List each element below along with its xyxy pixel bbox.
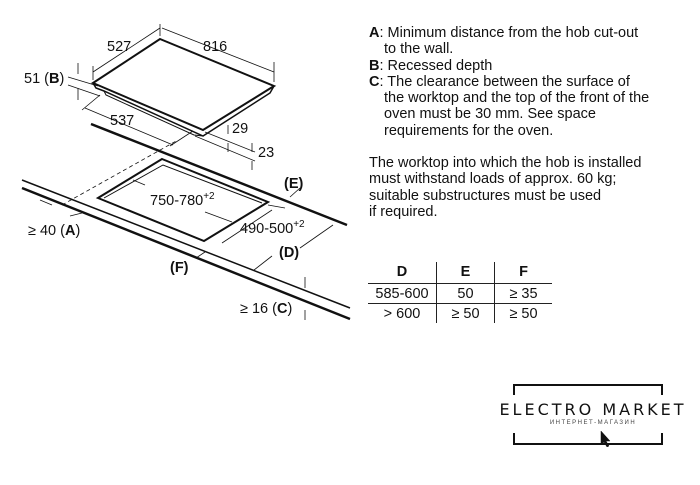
table-cell: ≥ 50	[509, 305, 538, 322]
label-e: (E)	[284, 176, 304, 192]
header-e: E	[436, 262, 495, 284]
wall-distance-label: ≥ 40 (A)	[28, 223, 80, 239]
clearance-table: D E F 585-600 50 ≥ 35 > 600 ≥ 50 ≥ 50	[368, 262, 552, 323]
hob-length-label: 816	[203, 39, 227, 55]
note-a: A: Minimum distance from the hob cut-out	[369, 25, 639, 41]
table-cell: ≥ 35	[494, 283, 552, 304]
cutout-width-label: 490-500+2	[240, 219, 305, 237]
note-b: B: Recessed depth	[369, 57, 493, 74]
load-note: The worktop into which the hob is instal…	[369, 155, 642, 172]
table-cell: 585-600	[368, 283, 437, 304]
hob-dimension-lines	[67, 24, 275, 170]
cutout-length-label: 750-780+2	[150, 191, 215, 209]
label-f: (F)	[170, 260, 189, 276]
table-row: > 600 ≥ 50 ≥ 50	[368, 303, 552, 323]
dim-23-label: 23	[258, 145, 274, 161]
note-c-cont: oven must be 30 mm. See space	[384, 106, 596, 123]
logo-frame	[513, 384, 663, 447]
label-d: (D)	[279, 245, 299, 261]
recess-depth-label: 51 (B)	[24, 71, 64, 87]
hob-width-label: 527	[107, 39, 131, 55]
table-cell: > 600	[383, 305, 421, 322]
cursor-icon	[600, 430, 611, 447]
electro-market-logo: ELECTRO MARKET ИНТЕРНЕТ-МАГАЗИН	[498, 383, 688, 447]
table-cell: 50	[436, 283, 495, 304]
logo-subtitle: ИНТЕРНЕТ-МАГАЗИН	[549, 420, 637, 426]
cutout-dimension-lines	[39, 179, 334, 320]
load-note: must withstand loads of approx. 60 kg;	[369, 171, 617, 188]
hob-depth-label: 537	[110, 113, 134, 129]
table-row: 585-600 50 ≥ 35	[368, 283, 552, 304]
note-c-cont: the worktop and the top of the front of …	[384, 90, 650, 107]
load-note: suitable substructures must be used	[369, 187, 602, 204]
installation-notes: A: Minimum distance from the hob cut-out…	[369, 25, 694, 220]
header-f: F	[494, 262, 552, 284]
note-c-cont: requirements for the oven.	[384, 122, 554, 139]
worktop-outline	[21, 122, 351, 321]
dim-29-label: 29	[232, 121, 248, 137]
load-note: if required.	[369, 203, 438, 220]
header-d: D	[368, 262, 437, 284]
note-a-cont: to the wall.	[384, 41, 454, 58]
clearance-label: ≥ 16 (C)	[240, 301, 292, 317]
table-cell: ≥ 50	[436, 303, 495, 323]
logo-name: ELECTRO MARKET	[499, 400, 687, 419]
note-c: C: The clearance between the surface of	[369, 73, 630, 90]
table-header: D E F	[368, 262, 552, 284]
hob-cutout	[95, 157, 271, 243]
hob-outline	[90, 37, 277, 137]
